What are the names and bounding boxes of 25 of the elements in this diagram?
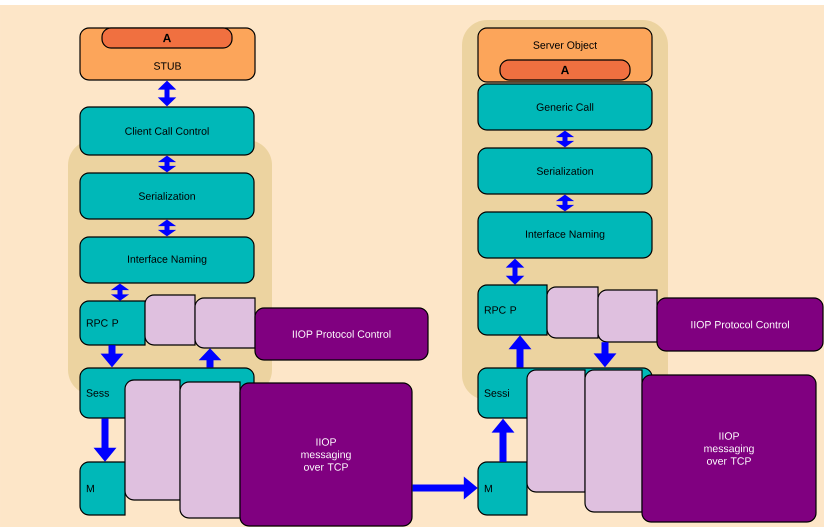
block-arrow xyxy=(158,220,176,236)
stacked-box xyxy=(179,381,241,519)
layer-box: M xyxy=(79,461,126,516)
block-arrow xyxy=(556,194,574,212)
protocol-box: IIOP Protocol Control xyxy=(656,297,824,352)
stacked-box xyxy=(584,369,643,513)
protocol-box: IIOP Protocol Control xyxy=(254,307,429,361)
stacked-box xyxy=(526,369,586,493)
interface-tab: A xyxy=(101,27,233,49)
layer-box: RPC P xyxy=(79,300,146,346)
layer-box: Serialization xyxy=(79,172,255,220)
layer-box: Serialization xyxy=(477,147,653,195)
block-arrow xyxy=(556,130,574,148)
protocol-box: IIOP messaging over TCP xyxy=(641,374,817,523)
layer-box: Interface Naming xyxy=(477,211,653,259)
protocol-box: IIOP messaging over TCP xyxy=(239,382,413,527)
layer-box: Interface Naming xyxy=(79,236,255,284)
layer-box: M xyxy=(477,461,528,516)
layer-box: RPC P xyxy=(477,284,548,336)
interface-tab: A xyxy=(499,59,631,81)
block-arrow xyxy=(158,156,176,172)
stacked-box xyxy=(124,379,181,501)
layer-box: Generic Call xyxy=(477,83,653,131)
block-arrow xyxy=(110,284,130,301)
layer-box: Client Call Control xyxy=(79,106,255,156)
